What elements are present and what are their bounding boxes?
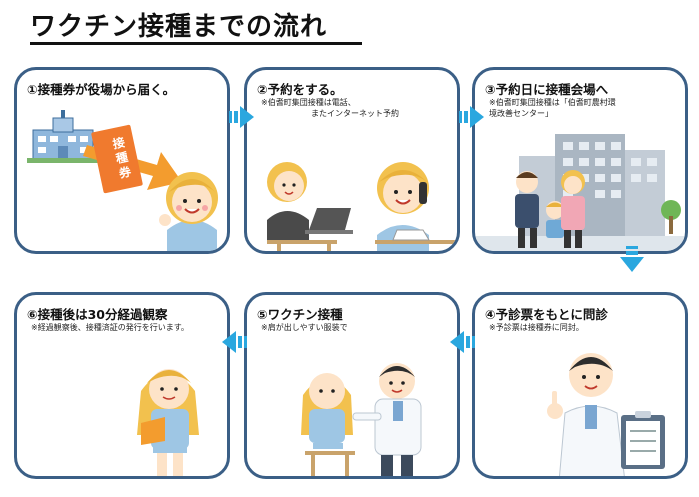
family-figures bbox=[515, 170, 585, 248]
woman-figure bbox=[159, 172, 218, 251]
step-2-panel: ②予約をする。 ※伯耆町集団接種は電話、 またインターネット予約 bbox=[244, 67, 460, 254]
step-1-panel: ①接種券が役場から届く。 bbox=[14, 67, 230, 254]
doctor-clipboard-figure bbox=[547, 353, 665, 476]
woman-laptop-figure bbox=[267, 162, 353, 251]
step-6-illustration bbox=[137, 369, 199, 476]
step-6-panel: ⑥接種後は30分経過観察 ※経過観察後、接種済証の発行を行います。 bbox=[14, 292, 230, 479]
arrow-step3-to-step4 bbox=[620, 246, 644, 272]
step-5-illustration bbox=[301, 363, 422, 476]
vaccine-ticket bbox=[91, 124, 143, 194]
woman-phone-figure bbox=[375, 162, 455, 251]
page-title: ワクチン接種までの流れ bbox=[30, 12, 328, 42]
step-3-panel: ③予約日に接種会場へ ※伯耆町集団接種は「伯耆町農村環 境改善センター」 bbox=[472, 67, 688, 254]
step-4-illustration bbox=[547, 353, 665, 476]
step-1-illustration bbox=[27, 110, 218, 251]
step-5-title: ⑤ワクチン接種 bbox=[257, 307, 343, 322]
arrow-step5-to-step6 bbox=[222, 331, 247, 353]
step-4-title: ④予診票をもとに問診 bbox=[485, 307, 608, 322]
step-3-note-2: 境改善センター」 bbox=[489, 109, 553, 118]
step-5-note-1: ※肩が出しやすい服装で bbox=[261, 323, 348, 332]
step-3-note-1: ※伯耆町集団接種は「伯耆町農村環 bbox=[489, 98, 616, 107]
step-2-note-1: ※伯耆町集団接種は電話、 bbox=[261, 98, 356, 107]
step-1-title: ①接種券が役場から届く。 bbox=[27, 82, 176, 97]
step-6-title: ⑥接種後は30分経過観察 bbox=[27, 307, 168, 322]
step-6-note-1: ※経過観察後、接種済証の発行を行います。 bbox=[31, 323, 189, 332]
arrow-step4-to-step5 bbox=[450, 331, 475, 353]
title-underline bbox=[30, 42, 362, 45]
step-4-panel: ④予診票をもとに問診 ※予診票は接種券に同封。 bbox=[472, 292, 688, 479]
woman-reading-figure bbox=[137, 369, 199, 476]
step-4-note-1: ※予診票は接種券に同封。 bbox=[489, 323, 584, 332]
patient-figure bbox=[301, 373, 355, 476]
arrow-step2-to-step3 bbox=[459, 106, 484, 128]
town-hall-icon bbox=[27, 110, 99, 163]
doctor-figure bbox=[352, 363, 422, 476]
step-5-panel: ⑤ワクチン接種 ※肩が出しやすい服装で bbox=[244, 292, 460, 479]
step-2-illustration bbox=[267, 162, 455, 251]
arrow-step1-to-step2 bbox=[229, 106, 254, 128]
step-3-title: ③予約日に接種会場へ bbox=[485, 82, 609, 97]
step-2-title: ②予約をする。 bbox=[257, 82, 343, 97]
step-2-note-2: またインターネット予約 bbox=[311, 109, 399, 118]
step-3-illustration bbox=[475, 134, 685, 251]
